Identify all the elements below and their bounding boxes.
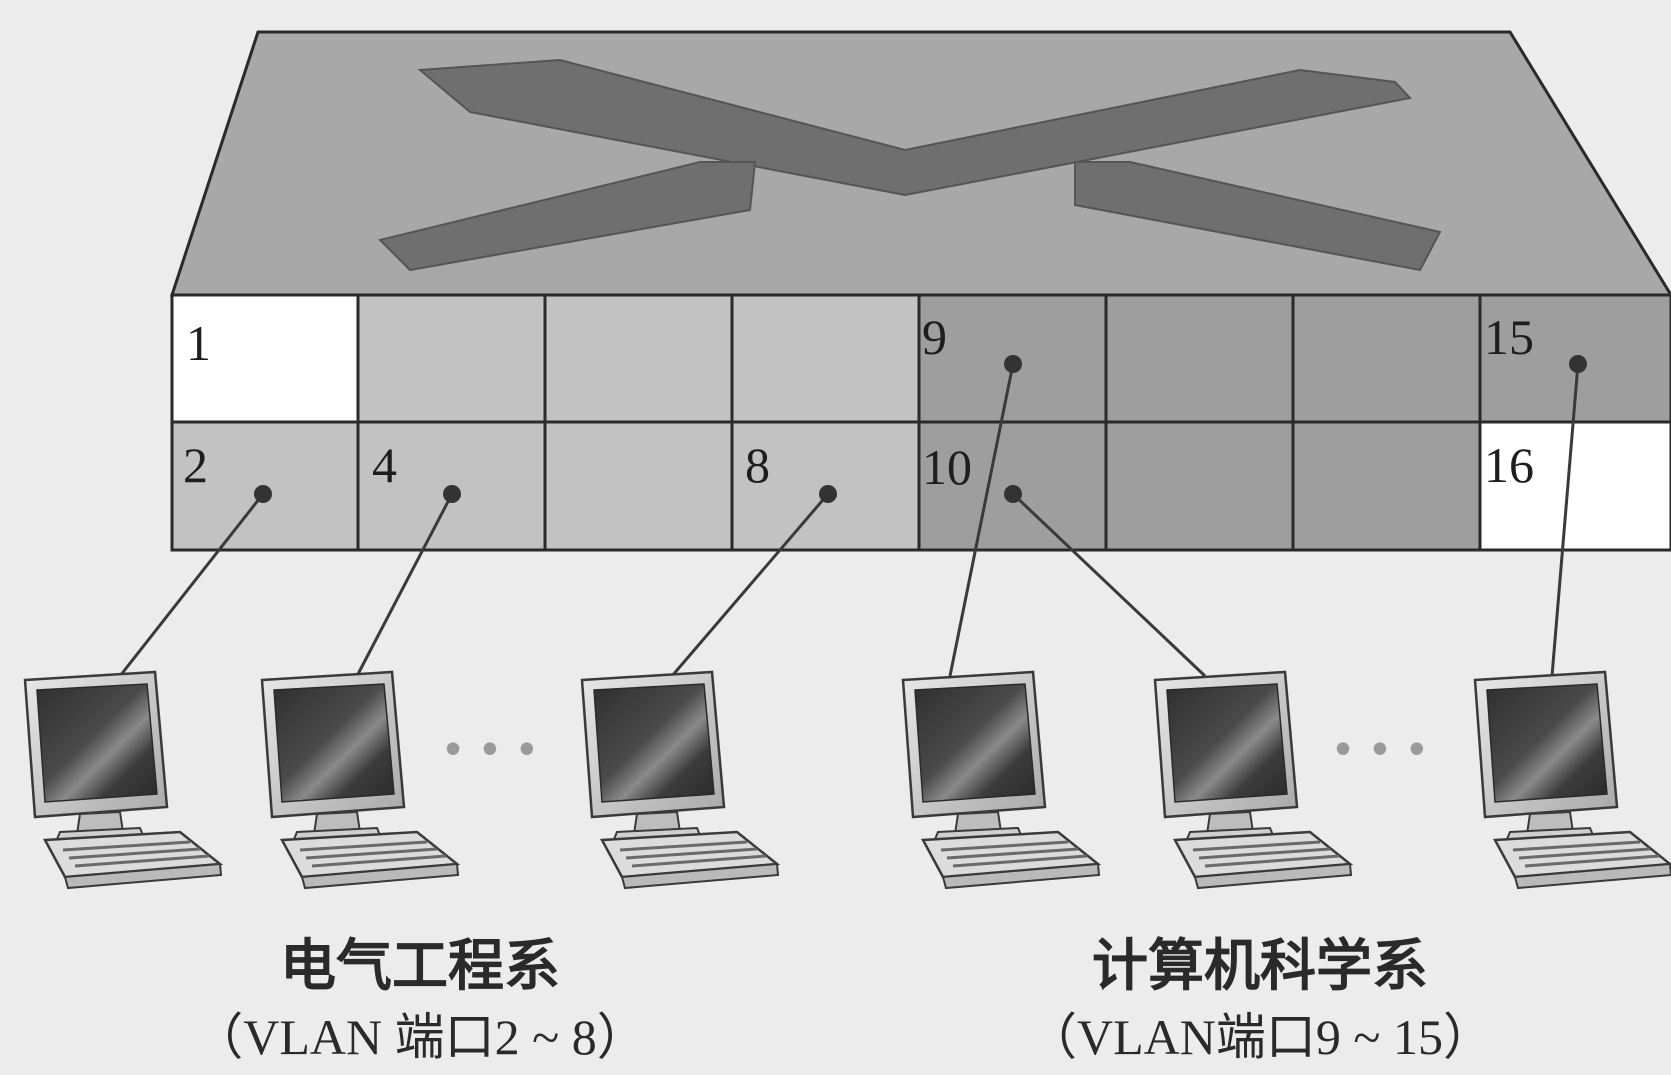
caption-ee: 电气工程系 （VLAN 端口2 ~ 8）	[40, 938, 800, 1062]
cable-port-8	[670, 493, 830, 677]
cables	[118, 363, 1580, 678]
port-label-16: 16	[1484, 437, 1534, 493]
cable-port-2	[118, 493, 265, 677]
port-label-9: 9	[922, 309, 947, 365]
port-cell	[1104, 293, 1295, 424]
port-dot-15	[1569, 355, 1587, 373]
caption-cs: 计算机科学系 （VLAN端口9 ~ 15）	[880, 938, 1640, 1062]
computer-icon	[1473, 670, 1671, 890]
computer-icon	[23, 670, 223, 890]
port-label-1: 1	[186, 315, 211, 371]
port-label-10: 10	[922, 439, 972, 495]
port-label-15: 15	[1484, 309, 1534, 365]
port-cell	[170, 293, 360, 424]
caption-cs-subtitle: （VLAN端口9 ~ 15）	[1027, 1009, 1493, 1065]
computers	[23, 670, 1671, 890]
port-dot-9	[1004, 355, 1022, 373]
port-cell	[1104, 420, 1295, 552]
port-dots	[254, 355, 1587, 503]
port-cell	[1291, 420, 1482, 552]
port-grid	[170, 293, 1671, 552]
port-cell	[1291, 293, 1482, 424]
cable-port-15	[1550, 363, 1580, 677]
ellipsis-left: • • •	[445, 722, 539, 774]
port-dot-2	[254, 485, 272, 503]
port-label-4: 4	[372, 437, 397, 493]
caption-ee-title: 电气工程系	[280, 933, 560, 999]
port-dot-10	[1004, 485, 1022, 503]
port-cell	[730, 293, 921, 424]
cable-port-9	[948, 363, 1015, 677]
switching-arrows-icon	[378, 58, 1442, 272]
ellipsis-right: • • •	[1335, 722, 1429, 774]
computer-icon	[580, 670, 780, 890]
port-cell	[1478, 420, 1671, 552]
caption-cs-title: 计算机科学系	[1092, 933, 1428, 999]
cable-port-4	[355, 493, 454, 677]
caption-ee-subtitle: （VLAN 端口2 ~ 8）	[193, 1009, 647, 1065]
computer-icon	[260, 670, 460, 890]
port-dot-4	[443, 485, 461, 503]
computer-icon	[901, 670, 1101, 890]
port-cell	[543, 293, 734, 424]
port-label-2: 2	[183, 437, 208, 493]
cable-port-10	[1011, 492, 1207, 678]
port-dot-8	[819, 485, 837, 503]
port-cell	[543, 420, 734, 552]
port-cell	[356, 293, 547, 424]
computer-icon	[1153, 670, 1353, 890]
port-label-8: 8	[745, 437, 770, 493]
